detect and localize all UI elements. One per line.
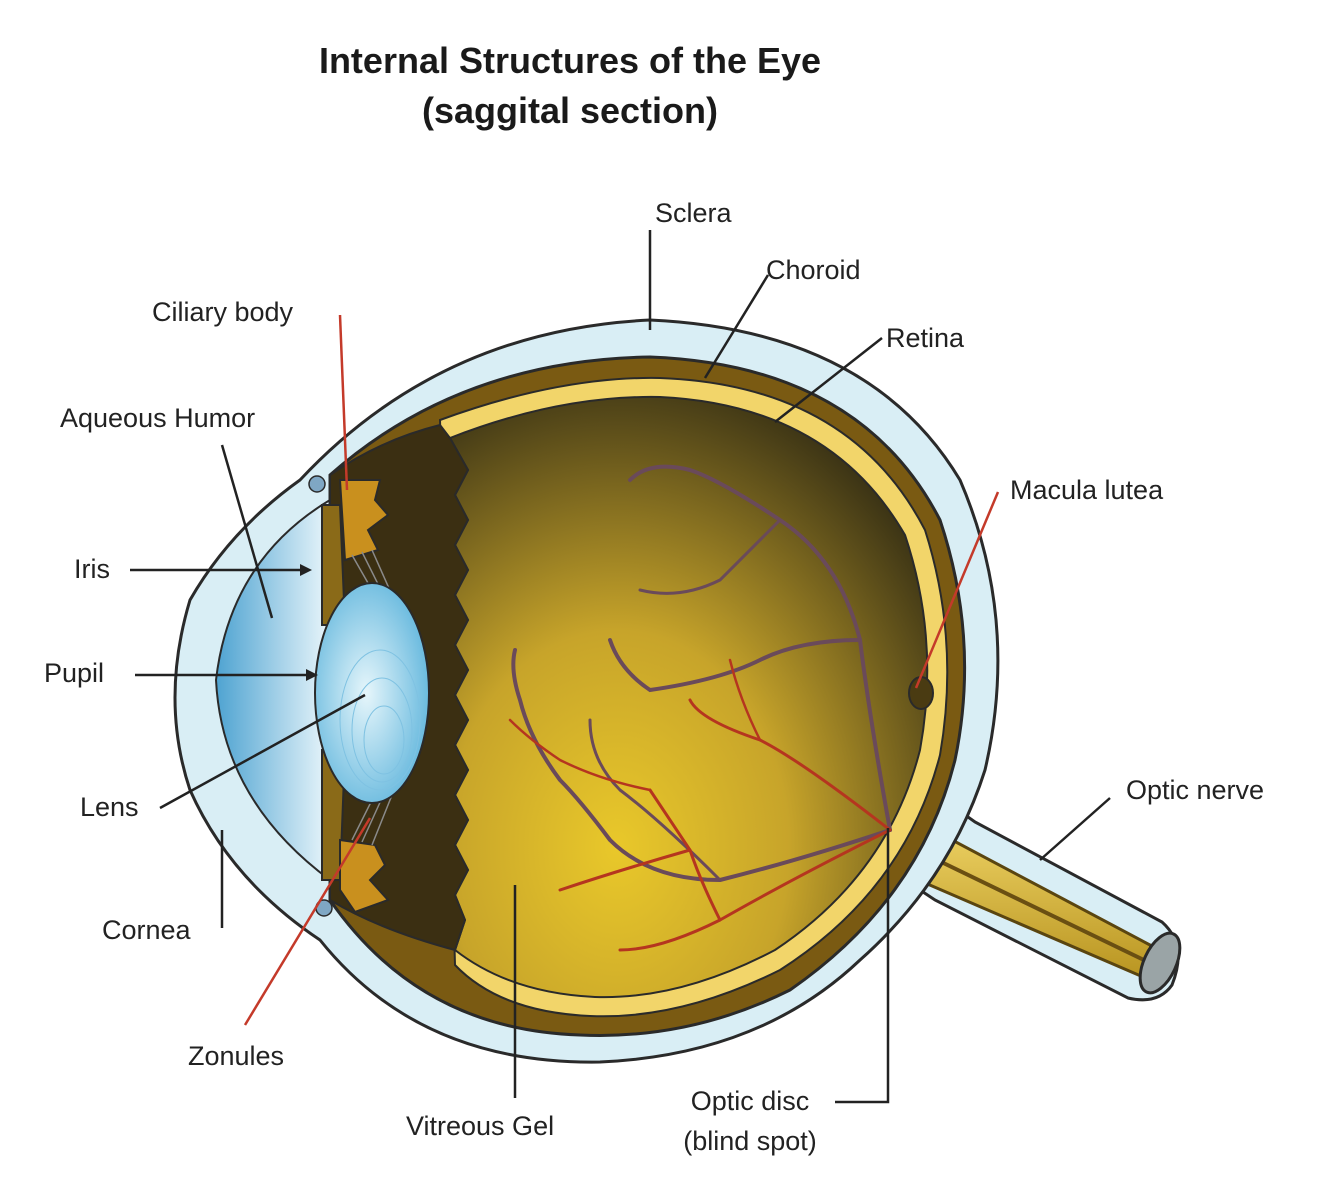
label-vitreous-gel: Vitreous Gel (406, 1111, 555, 1141)
canal-top (308, 475, 326, 493)
cornea-layer (214, 498, 331, 882)
red-leader-lines (243, 314, 1000, 1026)
ciliary-body (338, 479, 390, 914)
label-blind-spot: (blind spot) (683, 1126, 817, 1156)
leader-optic-nerve (1039, 797, 1111, 861)
leader-macula (914, 491, 1000, 689)
leader-aqueous (220, 444, 274, 619)
leader-choroid (703, 274, 770, 379)
retinal-vessels (508, 464, 892, 952)
label-optic-disc: Optic disc (690, 1086, 810, 1116)
arrow-heads (300, 564, 318, 681)
lens-rings (339, 649, 421, 791)
label-iris: Iris (74, 554, 110, 584)
label-zonules: Zonules (188, 1041, 285, 1071)
leader-lens (159, 693, 366, 810)
label-ciliary-body: Ciliary body (152, 297, 294, 327)
leader-zonules (243, 817, 372, 1026)
label-lens: Lens (80, 792, 139, 822)
optic-nerve-end (1138, 931, 1182, 995)
label-optic-nerve: Optic nerve (1126, 775, 1265, 805)
diagram-subtitle: (saggital section) (421, 90, 719, 131)
label-macula-lutea: Macula lutea (1010, 475, 1164, 505)
diagram-title: Internal Structures of the Eye (318, 40, 822, 81)
leader-optic-disc (835, 828, 890, 1104)
label-choroid: Choroid (766, 255, 861, 285)
label-sclera: Sclera (655, 198, 732, 228)
leader-lines (130, 230, 1111, 1104)
leader-retina (774, 337, 883, 423)
label-cornea: Cornea (102, 915, 191, 945)
label-aqueous-humor: Aqueous Humor (60, 403, 256, 433)
macula-lutea (908, 676, 934, 710)
lens (314, 582, 430, 804)
label-retina: Retina (886, 323, 965, 353)
label-pupil: Pupil (44, 658, 105, 688)
leader-ciliary (338, 314, 349, 491)
optic-nerve (893, 787, 1182, 1002)
